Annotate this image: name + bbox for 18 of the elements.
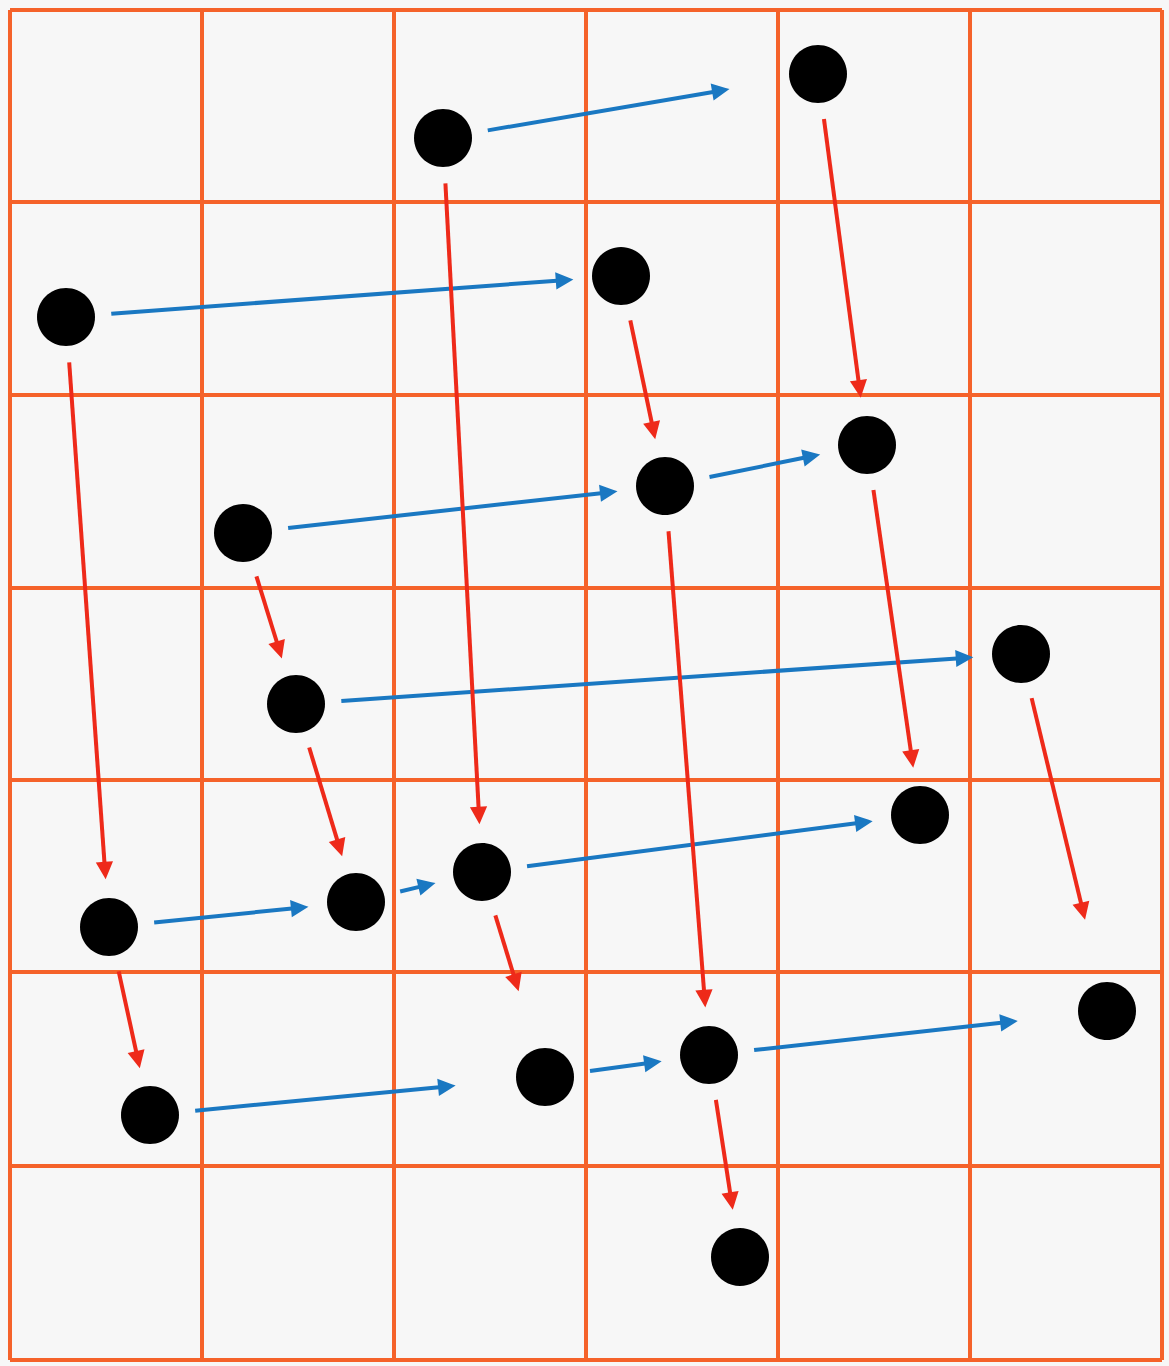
dot (992, 625, 1050, 683)
dot (414, 109, 472, 167)
dot (680, 1026, 738, 1084)
dot (789, 45, 847, 103)
dot (121, 1086, 179, 1144)
dot (267, 675, 325, 733)
dot (636, 457, 694, 515)
dot (1078, 982, 1136, 1040)
dot (327, 873, 385, 931)
dot (516, 1048, 574, 1106)
dot (838, 416, 896, 474)
dot (891, 786, 949, 844)
dot (37, 288, 95, 346)
dot (711, 1228, 769, 1286)
dot (453, 843, 511, 901)
dot (214, 504, 272, 562)
dot (80, 898, 138, 956)
dot (592, 247, 650, 305)
